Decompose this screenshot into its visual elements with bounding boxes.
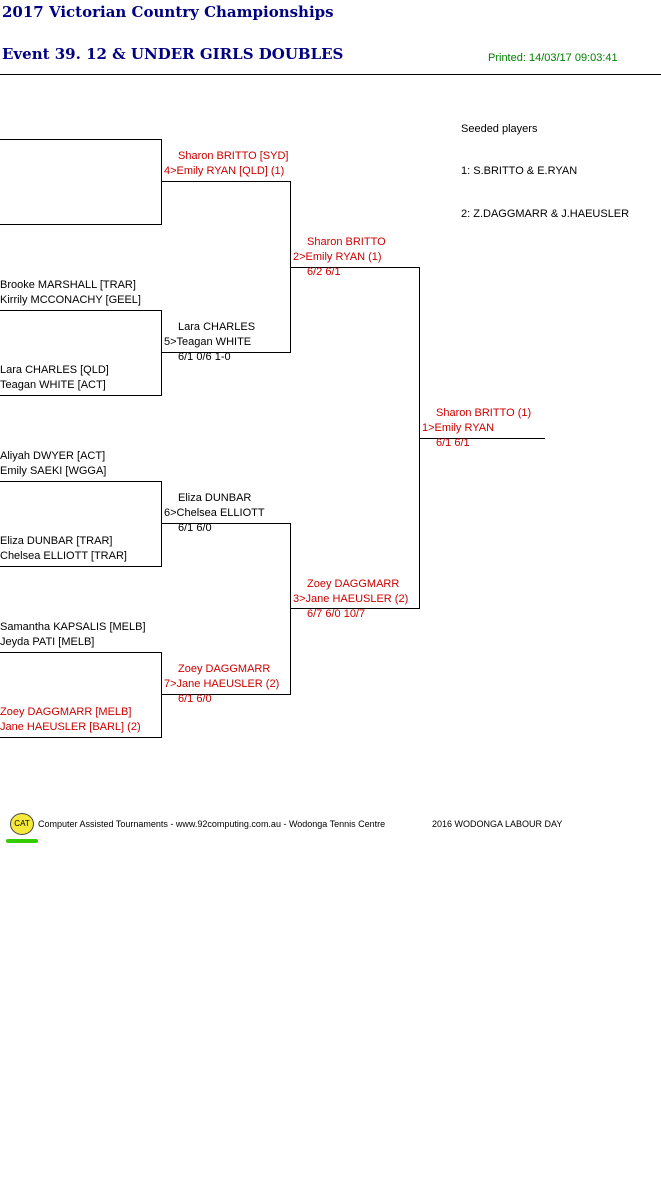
r2-score: 6/1 6/0 [178,693,212,705]
r1-player: Samantha KAPSALIS [MELB] [0,621,146,633]
printed-timestamp: Printed: 14/03/17 09:03:41 [488,52,618,64]
final-score: 6/1 6/1 [436,437,470,449]
draw-line [0,224,162,225]
sf-winner: Zoey DAGGMARR [307,578,400,590]
r2-score: 6/1 6/0 [178,522,212,534]
r1-player: Lara CHARLES [QLD] [0,364,109,376]
draw-line [161,652,162,738]
draw-line [162,352,291,353]
header-divider [0,74,661,75]
r2-winner: Eliza DUNBAR [178,492,252,504]
event-title: Event 39. 12 & UNDER GIRLS DOUBLES [2,45,344,63]
seed-1: 1: S.BRITTO & E.RYAN [461,165,578,177]
r1-player: Eliza DUNBAR [TRAR] [0,535,113,547]
draw-line [291,608,420,609]
draw-line [420,438,545,439]
draw-line [419,267,420,609]
r2-score: 6/1 0/6 1-0 [178,351,231,363]
draw-line [0,310,162,311]
cat-logo: CAT [10,813,34,835]
draw-line [162,181,291,182]
draw-line [291,267,420,268]
tournament-title: 2017 Victorian Country Championships [2,3,334,21]
r1-player: Brooke MARSHALL [TRAR] [0,279,136,291]
r1-player: Kirrily MCCONACHY [GEEL] [0,294,141,306]
draw-line [0,481,162,482]
r2-winner: Lara CHARLES [178,321,256,333]
draw-line [0,652,162,653]
r1-player: Chelsea ELLIOTT [TRAR] [0,550,127,562]
r1-player-seeded: Zoey DAGGMARR [MELB] [0,706,132,718]
r2-winner: 6>Chelsea ELLIOTT [164,507,265,519]
r1-player: Teagan WHITE [ACT] [0,379,106,391]
sf-winner: 3>Jane HAEUSLER (2) [293,593,409,605]
seed-2: 2: Z.DAGGMARR & J.HAEUSLER [461,208,630,220]
draw-line [161,139,162,225]
r2-winner: Sharon BRITTO [SYD] [178,150,289,162]
draw-line [162,523,291,524]
final-winner: 1>Emily RYAN [422,422,495,434]
draw-line [0,395,162,396]
final-winner: Sharon BRITTO (1) [436,407,532,419]
footer-tournament: 2016 WODONGA LABOUR DAY [432,819,563,829]
r2-winner: 7>Jane HAEUSLER (2) [164,678,280,690]
r2-winner: 5>Teagan WHITE [164,336,252,348]
r1-player: Emily SAEKI [WGGA] [0,465,107,477]
draw-line [0,737,162,738]
seeded-players-heading: Seeded players [461,123,538,135]
r1-player-seeded: Jane HAEUSLER [BARL] (2) [0,721,141,733]
r1-player: Aliyah DWYER [ACT] [0,450,106,462]
sf-winner: Sharon BRITTO [307,236,386,248]
r1-player: Jeyda PATI [MELB] [0,636,95,648]
r2-winner: 4>Emily RYAN [QLD] (1) [164,165,285,177]
draw-line [290,523,291,695]
r2-winner: Zoey DAGGMARR [178,663,271,675]
draw-line [0,566,162,567]
logo-underline [6,839,38,843]
sf-score: 6/7 6/0 10/7 [307,608,366,620]
sf-score: 6/2 6/1 [307,266,341,278]
footer-credit: Computer Assisted Tournaments - www.92co… [38,819,386,829]
draw-line [290,181,291,353]
draw-line [162,694,291,695]
sf-winner: 2>Emily RYAN (1) [293,251,382,263]
draw-line [0,139,162,140]
draw-line [161,481,162,567]
draw-line [161,310,162,396]
